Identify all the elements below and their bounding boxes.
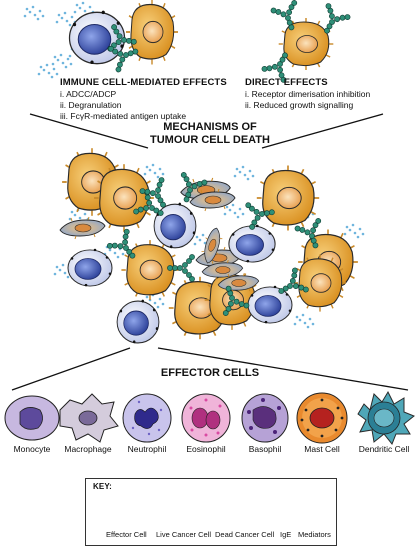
diverging-lines xyxy=(11,347,409,391)
neutrophil-illustration xyxy=(122,393,172,443)
key-box xyxy=(85,478,337,546)
macrophage-illustration xyxy=(59,393,119,443)
immune-effect-item-3: iii. FcγR-mediated antigen uptake xyxy=(60,111,187,121)
direct-effects-illustration xyxy=(260,0,352,84)
mast-cell-illustration xyxy=(296,392,348,444)
macrophage-label: Macrophage xyxy=(64,444,112,454)
key-label-effector-cell: Effector Cell xyxy=(106,530,147,539)
basophil-illustration xyxy=(241,393,289,443)
neutrophil-label: Neutrophil xyxy=(127,444,167,454)
immune-effects-illustration xyxy=(23,0,179,79)
immune-effect-item-2: ii. Degranulation xyxy=(60,100,122,110)
eosinophil-illustration xyxy=(181,393,231,443)
mechanisms-title-line-2: TUMOUR CELL DEATH xyxy=(150,134,270,146)
mast-cell-label: Mast Cell xyxy=(304,444,340,454)
monocyte-label: Monocyte xyxy=(13,444,51,454)
dendritic-cell-illustration xyxy=(357,390,415,445)
direct-effect-item-2: ii. Reduced growth signalling xyxy=(245,100,354,110)
tumour-mass-illustration xyxy=(53,147,365,344)
monocyte-illustration xyxy=(4,395,60,441)
mechanisms-title-line-1: MECHANISMS OF xyxy=(163,121,257,133)
converging-lines xyxy=(29,113,384,149)
key-label-dead-cancer-cell: Dead Cancer Cell xyxy=(215,530,275,539)
key-label-live-cancer-cell: Live Cancer Cell xyxy=(156,530,212,539)
key-label-mediators: Mediators xyxy=(298,530,331,539)
basophil-label: Basophil xyxy=(248,444,282,454)
direct-effects-heading: DIRECT EFFECTS xyxy=(245,77,328,88)
effector-cells-title: EFFECTOR CELLS xyxy=(160,367,260,379)
immune-effect-item-1: i. ADCC/ADCP xyxy=(60,89,117,99)
eosinophil-label: Eosinophil xyxy=(186,444,226,454)
key-title: KEY: xyxy=(93,482,112,491)
direct-effect-item-1: i. Receptor dimerisation inhibition xyxy=(245,89,371,99)
key-label-ige: IgE xyxy=(280,530,292,539)
dendritic-cell-label: Dendritic Cell xyxy=(358,444,410,454)
immune-effects-heading: IMMUNE CELL-MEDIATED EFFECTS xyxy=(60,77,227,88)
